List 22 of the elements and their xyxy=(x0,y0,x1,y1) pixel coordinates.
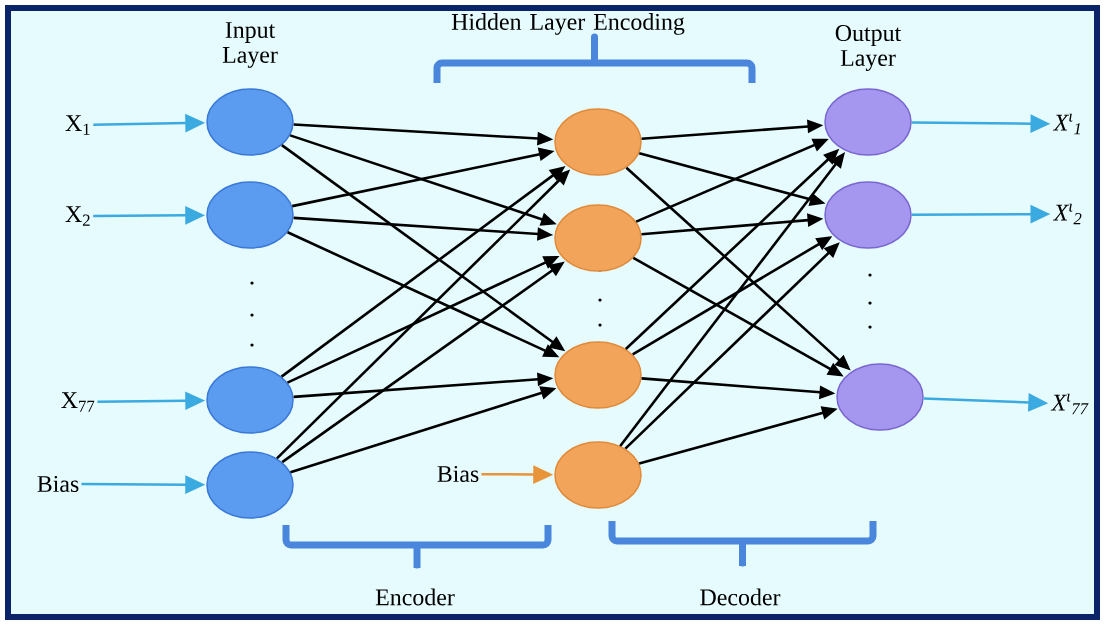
neuron-circle xyxy=(554,204,642,272)
neuron-circle xyxy=(824,88,912,156)
neuron-circle xyxy=(206,181,294,249)
input-label: Bias xyxy=(437,465,479,483)
layer-label: Hidden Layer Encoding xyxy=(451,13,685,35)
input-label: X$_{77}$ xyxy=(61,392,95,412)
neuron-circle xyxy=(836,363,924,431)
output-label: X$^{ι}$2 xyxy=(1052,203,1082,225)
neuron-circle xyxy=(206,88,294,156)
neuron-circle xyxy=(206,451,294,519)
neuron-circle xyxy=(554,341,642,409)
neuron-circle xyxy=(206,366,294,434)
layer-label: Decoder xyxy=(700,588,781,606)
neuron-circle xyxy=(554,441,642,509)
layer-label: Encoder xyxy=(375,588,455,606)
input-label: Bias xyxy=(37,475,79,493)
neuron-circle xyxy=(554,108,642,176)
input-label: X$_{2}$ xyxy=(65,206,90,226)
neuron-circle xyxy=(824,181,912,249)
output-label: X$^{ι}$1 xyxy=(1052,113,1080,135)
input-label: X$_{1}$ xyxy=(65,115,90,135)
output-label: X$^{ι}$77 xyxy=(1050,393,1089,415)
